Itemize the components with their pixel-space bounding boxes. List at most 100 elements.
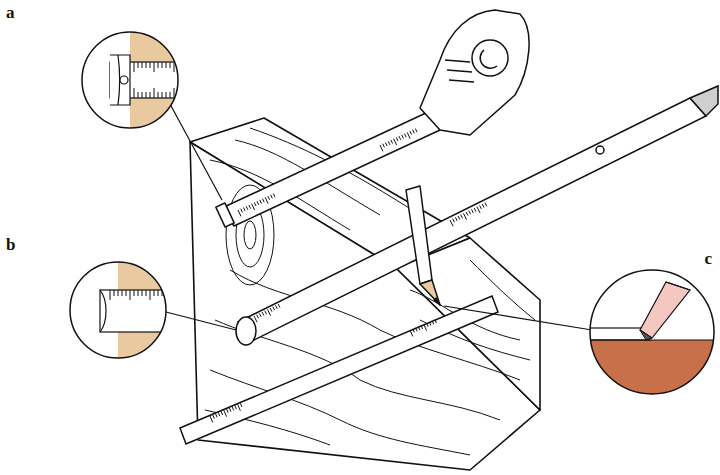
scale-tick (413, 130, 415, 134)
scale-tick (276, 305, 278, 309)
scale-tick (450, 220, 453, 226)
scale-tick (118, 290, 119, 296)
scale-tick (383, 144, 385, 148)
leader-line (166, 104, 592, 330)
scale-tick (257, 201, 259, 205)
scale-tick (218, 412, 220, 416)
scale-tick (114, 290, 115, 296)
scale-tick (267, 309, 270, 315)
scale-tick (229, 408, 231, 412)
scale-tick (154, 62, 155, 72)
scale-tick (257, 315, 259, 319)
scale-tick (182, 62, 183, 68)
figure-letter: a (6, 4, 15, 21)
scale-tick (134, 290, 135, 296)
scale-tick (158, 92, 159, 98)
scale-tick (385, 142, 387, 146)
scale-tick (178, 62, 179, 68)
scale-tick (265, 197, 268, 203)
scale-tick (227, 409, 229, 413)
scale-tick (273, 307, 275, 311)
scale-tick (270, 308, 272, 312)
scale-tick (455, 217, 457, 221)
scale-tick (410, 131, 412, 135)
scale-tick (461, 215, 463, 219)
scale-tick (186, 92, 187, 98)
scale-tick (402, 135, 404, 139)
scale-tick (150, 290, 151, 300)
scale-tick (210, 416, 213, 422)
scale-tick (162, 92, 163, 98)
scale-tick (182, 92, 183, 98)
scale-tick (404, 134, 406, 138)
scale-tick (410, 330, 413, 336)
scale-tick (380, 145, 383, 151)
scale-tick (273, 194, 275, 198)
scale-tick (146, 290, 147, 296)
scale-tick (268, 196, 270, 200)
figure-letter: c (704, 250, 712, 267)
scale-tick (466, 212, 468, 216)
scale-tick (186, 62, 187, 68)
scale-tick (262, 312, 264, 316)
scale-tick (396, 137, 398, 141)
scale-tick (146, 62, 147, 68)
scale-tick (238, 404, 241, 410)
scale-tick (474, 208, 476, 212)
scale-tick (262, 199, 264, 203)
scale-tick (150, 92, 151, 98)
scale-tick (138, 290, 139, 296)
scale-tick (407, 132, 410, 138)
scale-tick (418, 326, 420, 330)
scale-tick (458, 216, 460, 220)
scale-tick (413, 329, 415, 333)
scale-tick (259, 313, 261, 317)
scale-tick (463, 213, 466, 219)
scale-tick (134, 88, 135, 98)
magnifier-a (80, 30, 186, 130)
scale-tick (415, 129, 417, 133)
scale-tick (224, 410, 227, 416)
scale-tick (477, 207, 480, 213)
scale-tick (472, 209, 474, 213)
scale-tick (260, 200, 262, 204)
scale-tick (243, 207, 245, 211)
scale-tick (482, 204, 484, 208)
scale-tick (158, 62, 159, 68)
scale-tick (388, 141, 390, 145)
scale-tick (130, 290, 131, 300)
scale-tick (162, 62, 163, 68)
scale-tick (110, 290, 111, 300)
figure-letter: b (6, 236, 15, 253)
scale-tick (142, 62, 143, 68)
scale-tick (391, 140, 393, 144)
scale-tick (146, 92, 147, 98)
scale-tick (154, 290, 155, 296)
magnifier-b (68, 260, 170, 362)
scale-tick (142, 290, 143, 296)
scale-tick (170, 92, 171, 98)
scale-tick (241, 209, 243, 213)
scale-tick (154, 88, 155, 98)
scale-tick (134, 62, 135, 72)
scale-tick (170, 62, 171, 68)
pencil (406, 186, 440, 305)
scale-tick (480, 205, 482, 209)
scale-tick (394, 139, 397, 145)
scale-tick (138, 62, 139, 68)
scale-tick (429, 322, 431, 326)
scale-tick (249, 205, 251, 209)
scale-tick (485, 203, 487, 207)
scale-tick (246, 206, 248, 210)
scale-tick (235, 405, 237, 409)
scale-tick (254, 316, 257, 322)
scale-tick (166, 92, 167, 98)
scale-tick (254, 202, 256, 206)
scale-tick (142, 92, 143, 98)
scale-tick (421, 325, 423, 329)
magnifier-c (588, 268, 718, 400)
scale-tick (427, 323, 429, 327)
scale-tick (469, 211, 471, 215)
scale-tick (278, 304, 280, 308)
